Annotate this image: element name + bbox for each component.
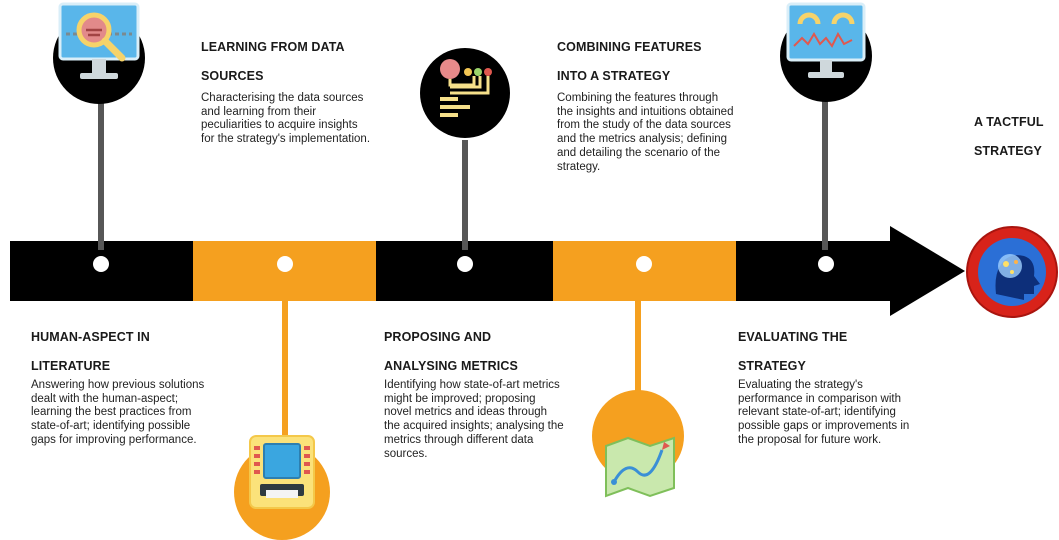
- monitor-magnifier-icon: [53, 2, 145, 104]
- stage-2-title-line-1: LEARNING FROM DATA: [201, 40, 345, 54]
- stage-5-description: Evaluating the strategy's performance in…: [738, 379, 910, 446]
- stage-5-title-line-2: STRATEGY: [738, 359, 806, 373]
- stage-2-description: Characterising the data sources and lear…: [201, 92, 371, 146]
- timeline-segment-5: [736, 241, 896, 301]
- stem-1: [98, 100, 104, 250]
- stage-2-title: LEARNING FROM DATA SOURCES: [201, 33, 381, 91]
- stage-4-title: COMBINING FEATURES INTO A STRATEGY: [557, 33, 737, 91]
- stage-5-title-line-1: EVALUATING THE: [738, 330, 848, 344]
- milestone-dot-4: [636, 256, 652, 272]
- stage-3-title: PROPOSING AND ANALYSING METRICS: [384, 323, 564, 381]
- stage-1-title-line-2: LITERATURE: [31, 359, 111, 373]
- stage-2-title-line-2: SOURCES: [201, 69, 264, 83]
- stem-3: [462, 140, 468, 250]
- stage-1-title-line-1: HUMAN-ASPECT IN: [31, 330, 150, 344]
- stage-4-description: Combining the features through the insig…: [557, 92, 734, 173]
- stage-4-title-line-1: COMBINING FEATURES: [557, 40, 702, 54]
- goal-title-line-2: STRATEGY: [974, 144, 1042, 158]
- stage-1-title: HUMAN-ASPECT IN LITERATURE: [31, 323, 201, 381]
- stem-2: [282, 290, 288, 450]
- milestone-dot-3: [457, 256, 473, 272]
- stage-3-title-line-2: ANALYSING METRICS: [384, 359, 518, 373]
- goal-title-line-1: A TACTFUL: [974, 115, 1044, 129]
- stem-4: [635, 290, 641, 410]
- stem-5: [822, 95, 828, 250]
- stage-3-description: Identifying how state-of-art metrics mig…: [384, 379, 564, 460]
- goal-title: A TACTFUL STRATEGY: [974, 108, 1059, 166]
- milestone-dot-1: [93, 256, 109, 272]
- stage-1-description: Answering how previous solutions dealt w…: [31, 379, 205, 446]
- stage-4-title-line-2: INTO A STRATEGY: [557, 69, 671, 83]
- atm-machine-icon: [234, 435, 330, 540]
- stage-5-title: EVALUATING THE STRATEGY: [738, 323, 918, 381]
- stage-3-title-line-1: PROPOSING AND: [384, 330, 492, 344]
- timeline-arrowhead: [890, 226, 965, 316]
- data-nodes-icon: [420, 48, 510, 138]
- monitor-gauges-icon: [780, 2, 872, 102]
- milestone-dot-2: [277, 256, 293, 272]
- brain-head-icon: [966, 226, 1058, 318]
- map-route-icon: [592, 390, 684, 498]
- milestone-dot-5: [818, 256, 834, 272]
